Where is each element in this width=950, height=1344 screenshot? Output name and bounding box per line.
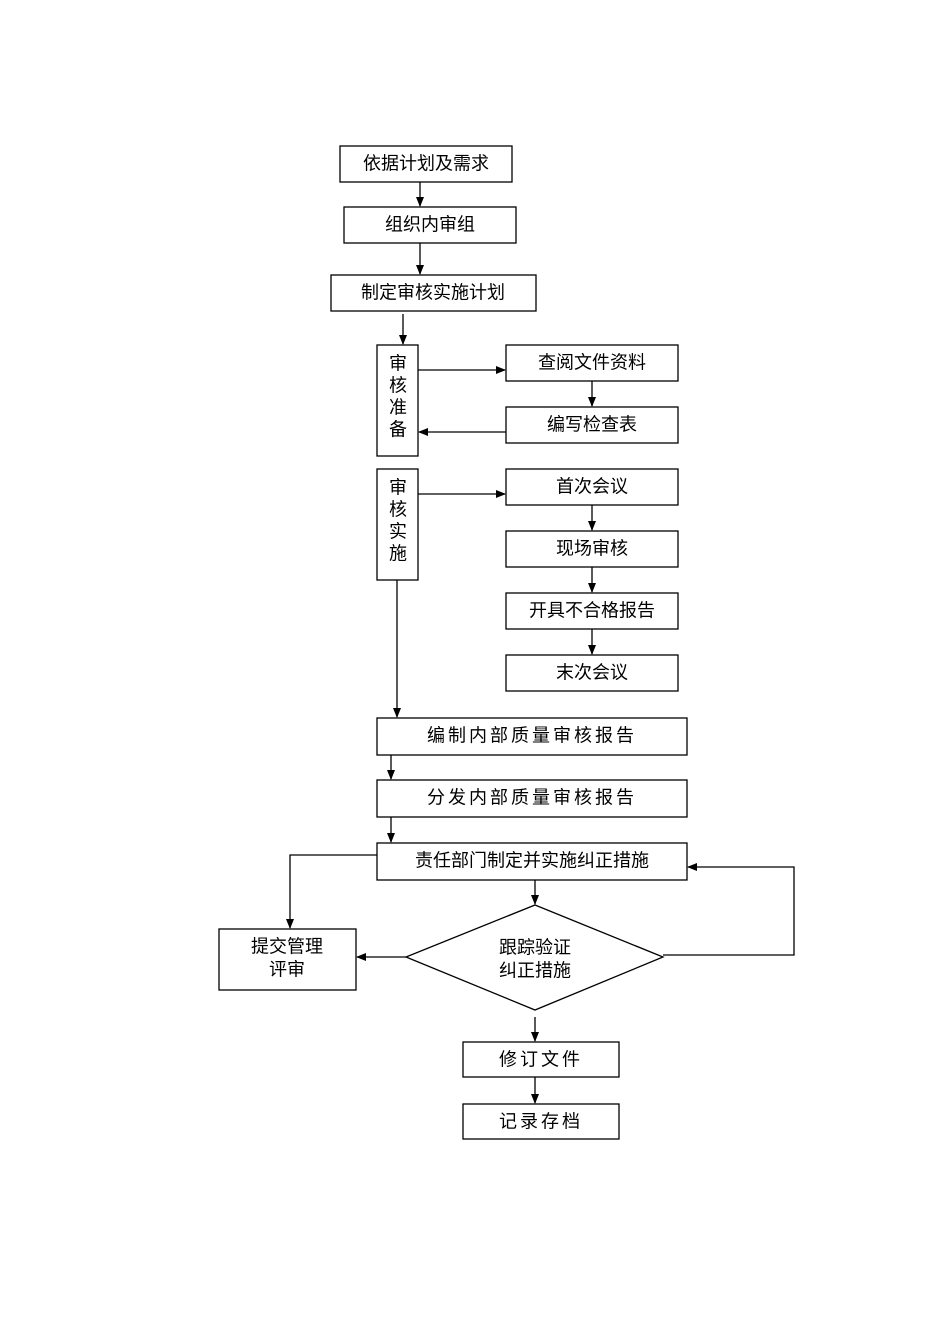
label-impl-2: 核 [389,500,407,521]
box-archive [462,1103,620,1140]
label-closing-meeting: 末次会议 [556,663,628,684]
label-prep-4: 备 [389,420,407,441]
label-prep-3: 准 [389,398,407,419]
box-plan [339,145,513,183]
box-revise-docs [462,1041,620,1078]
label-revise-docs: 修订文件 [499,1050,583,1071]
box-prep [376,344,419,457]
label-review-docs: 查阅文件资料 [538,353,646,374]
label-impl-1: 审 [389,478,407,499]
box-corrective-action [376,842,688,881]
label-mgmt-1: 提交管理 [251,937,323,958]
box-team [343,206,517,244]
label-plan: 依据计划及需求 [363,154,489,175]
box-checklist [505,406,679,444]
box-management-review [218,928,357,991]
label-archive: 记录存档 [499,1112,583,1133]
label-prep-2: 核 [389,376,407,397]
label-compile-report: 编制内部质量审核报告 [427,726,637,747]
box-nonconformity [505,592,679,630]
label-impl-4: 施 [389,544,407,565]
label-opening-meeting: 首次会议 [556,477,628,498]
box-closing-meeting [505,654,679,692]
label-prep-1: 审 [389,354,407,375]
label-distribute-report: 分发内部质量审核报告 [427,788,637,809]
box-compile-report [376,717,688,756]
label-impl-3: 实 [389,522,407,543]
label-checklist: 编写检查表 [547,415,637,436]
label-verify-2: 纠正措施 [499,961,571,982]
label-audit-plan: 制定审核实施计划 [361,283,505,304]
diamond-verify [404,904,665,1011]
arrow-verify-loop [663,863,795,956]
arrow-corrective-mgmt [286,854,377,929]
label-onsite-audit: 现场审核 [556,539,628,560]
label-corrective-action: 责任部门制定并实施纠正措施 [415,851,649,872]
box-audit-plan [330,274,537,312]
label-mgmt-2: 评审 [269,960,305,981]
label-nonconformity: 开具不合格报告 [529,601,655,622]
label-verify-1: 跟踪验证 [499,938,571,959]
label-team: 组织内审组 [385,215,475,236]
box-distribute-report [376,779,688,818]
box-opening-meeting [505,468,679,506]
